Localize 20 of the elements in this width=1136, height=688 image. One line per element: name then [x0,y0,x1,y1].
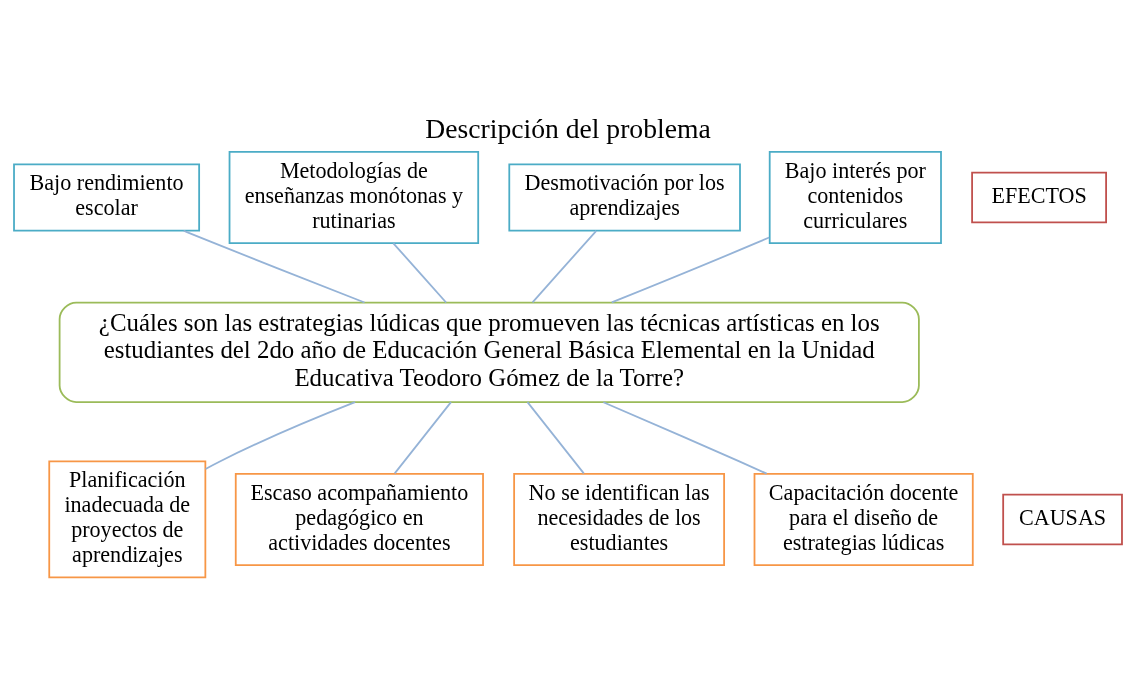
node-box: Bajo rendimiento escolar [13,163,201,232]
connector [602,401,768,475]
connector [531,229,598,304]
connector [392,242,447,304]
node-box: ¿Cuáles son las estrategias lúdicas que promueven las técnicas artísticas en los estudiantes del 2do año de Educación General Básica Elemental en la Unidad Educativa Teodoro Gómez de la Torre? [58,301,920,403]
connector [393,401,452,475]
node-box: Capacitación docente para el diseño de estrategias lúdicas [753,472,974,566]
node-box: Bajo interés por contenidos curriculares [768,151,942,245]
node-box: EFECTOS [971,171,1107,224]
node-box: CAUSAS [1002,493,1123,546]
connector [204,401,356,470]
diagram-title: Descripción del problema [425,113,711,145]
connector [182,229,366,304]
node-box: Desmotivación por los aprendizajes [508,163,741,232]
node-box: Metodologías de enseñanzas monótonas y rutinarias [228,151,480,245]
connector [610,236,771,304]
node-box: Planificación inadecuada de proyectos de aprendizajes [48,460,207,579]
node-box: Escaso acompañamiento pedagógico en actividades docentes [234,472,484,566]
node-box: No se identifican las necesidades de los estudiantes [513,472,725,566]
connector [526,401,585,475]
